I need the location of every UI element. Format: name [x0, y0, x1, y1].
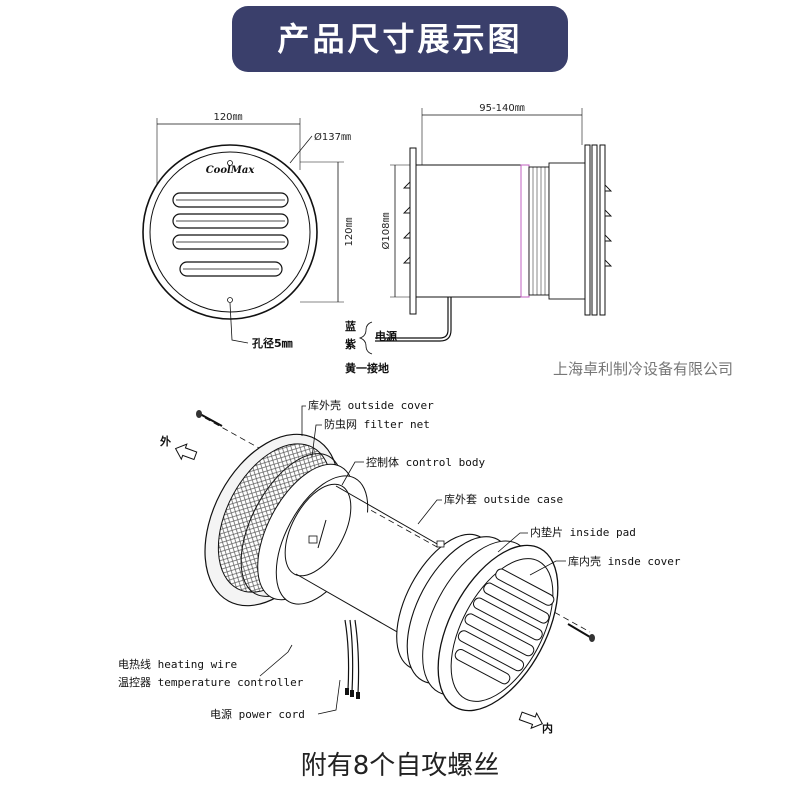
wire-power-label: 电源 [375, 329, 397, 343]
company-name: 上海卓利制冷设备有限公司 [553, 360, 733, 378]
inside-cover-label: 库内壳 insde cover [568, 554, 681, 568]
footer-note: 附有8个自攻螺丝 [300, 751, 500, 781]
side-view: 95-140㎜ Ø108㎜ [345, 103, 613, 375]
screw-inner-icon [567, 623, 595, 642]
temperature-controller-label: 温控器 temperature controller [118, 675, 304, 689]
outside-cover-label: 库外壳 outside cover [308, 398, 434, 412]
hole-size-label: 孔径5㎜ [252, 336, 293, 350]
direction-in-arrow-icon [518, 711, 544, 730]
front-width-label: 120㎜ [213, 112, 242, 123]
side-diameter-label: Ø108㎜ [380, 213, 392, 250]
brand-logo: CoolMax [206, 165, 256, 176]
front-height-label: 120㎜ [344, 217, 355, 246]
exploded-view: 外 内 [118, 398, 681, 735]
outside-case-label: 库外套 outside case [444, 493, 563, 506]
direction-in-label: 内 [542, 721, 553, 735]
control-body-label: 控制体 control body [366, 455, 485, 469]
page-title: 产品尺寸展示图 [277, 20, 523, 58]
heating-wire-label: 电热线 heating wire [118, 657, 237, 671]
filter-net-label: 防虫网 filter net [324, 417, 430, 431]
screw-outer-icon [196, 410, 223, 427]
power-cord-label: 电源 power cord [210, 707, 305, 721]
direction-out-arrow-icon [174, 443, 198, 461]
side-length-label: 95-140㎜ [479, 103, 524, 114]
front-view: 120㎜ 120㎜ Ø137㎜ CoolMax [142, 112, 355, 350]
direction-out-label: 外 [159, 434, 171, 448]
wire-purple-label: 紫 [345, 337, 356, 351]
wire-blue-label: 蓝 [345, 319, 356, 333]
wire-ground-label: 黄一接地 [345, 361, 389, 375]
front-diameter-label: Ø137㎜ [314, 131, 351, 143]
inside-pad-label: 内垫片 inside pad [530, 525, 636, 539]
title-banner: 产品尺寸展示图 [232, 6, 568, 72]
